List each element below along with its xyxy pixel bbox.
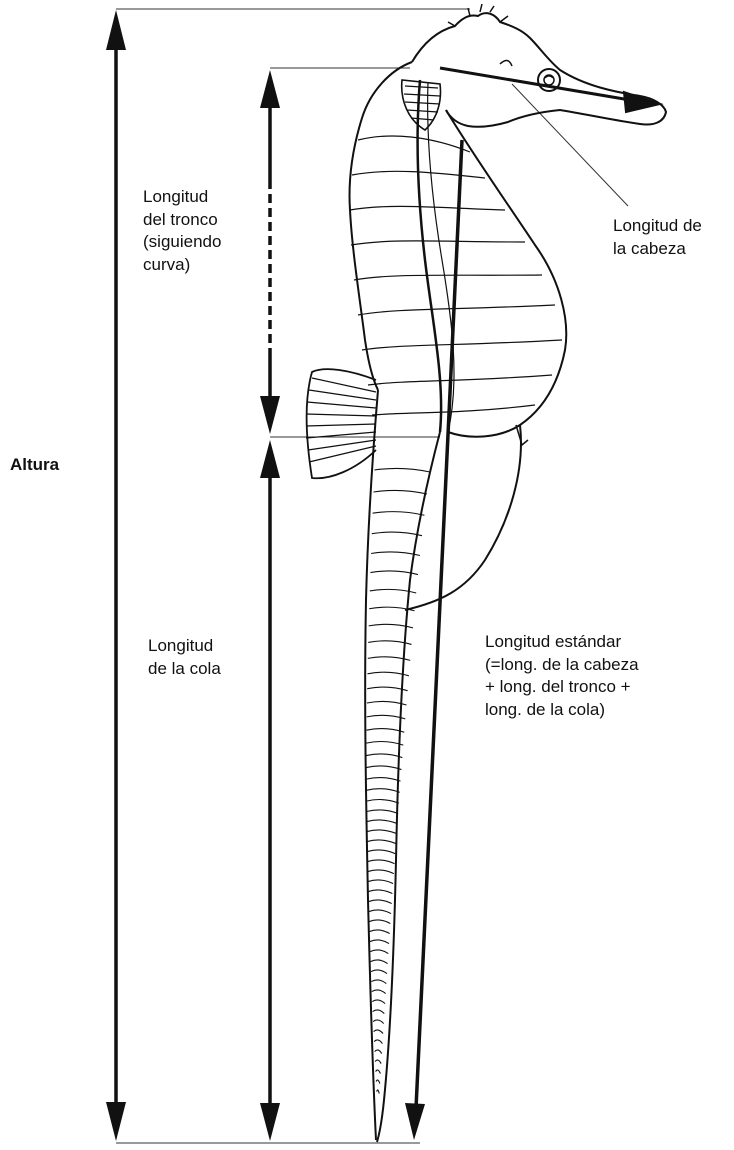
label-tail-line-1: Longitud [148, 635, 221, 658]
tail-ring [371, 552, 420, 556]
tail-ring [367, 800, 399, 804]
tail-ring [374, 1030, 383, 1034]
tail-ring [373, 1010, 385, 1014]
tail-ring [367, 830, 397, 834]
tail-length-arrow [260, 440, 280, 1141]
reference-lines [116, 9, 628, 1143]
tail-ring [373, 1020, 384, 1024]
tail-ring [368, 890, 392, 894]
label-standard-line-2: (=long. de la cabeza [485, 654, 639, 677]
label-trunk-line-3: (siguiendo [143, 231, 221, 254]
tail-ring [376, 1070, 381, 1074]
label-standard-line-3: + long. del tronco + [485, 676, 639, 699]
tail-ring [369, 920, 390, 924]
seahorse-tail-outline [365, 390, 378, 1140]
tail-ring [368, 860, 395, 864]
tail-ring [367, 729, 405, 733]
tail-ring [367, 810, 399, 814]
tail-ring [367, 840, 396, 844]
pectoral-fin [402, 80, 441, 130]
label-tail-line-2: de la cola [148, 658, 221, 681]
tail-ring [371, 980, 386, 984]
tail-ring [377, 1090, 380, 1094]
tail-ring [371, 970, 387, 974]
tail-ring [367, 850, 395, 854]
tail-ring [369, 910, 391, 914]
altura-arrow [106, 10, 126, 1141]
tail-ring [366, 778, 400, 782]
label-trunk-line-2: del tronco [143, 209, 221, 232]
tail-ring [369, 900, 392, 904]
label-tail-length: Longitud de la cola [148, 635, 221, 680]
trunk-length-arrow [260, 70, 280, 434]
seahorse-illustration [350, 4, 667, 1142]
label-head-length: Longitud de la cabeza [613, 215, 702, 260]
tail-ring [368, 870, 394, 874]
tail-ring [368, 880, 393, 884]
tail-ring [370, 940, 389, 944]
tail-ring [370, 950, 388, 954]
tail-ring [372, 990, 386, 994]
tail-ring [371, 960, 388, 964]
label-trunk-line-4: curva) [143, 254, 221, 277]
label-standard-line-4: long. de la cola) [485, 699, 639, 722]
label-head-line-1: Longitud de [613, 215, 702, 238]
tail-ring [375, 1050, 382, 1054]
tail-ring [376, 1080, 380, 1084]
label-standard-length: Longitud estándar (=long. de la cabeza +… [485, 631, 639, 721]
tail-ring [366, 754, 402, 758]
tail-ring [370, 930, 390, 934]
tail-ring [373, 512, 425, 516]
tail-ring [372, 1000, 385, 1004]
seahorse-belly [446, 110, 566, 437]
label-trunk-length: Longitud del tronco (siguiendo curva) [143, 186, 221, 276]
tail-ring [366, 742, 403, 746]
tail-ring [366, 789, 399, 793]
tail-ring [374, 490, 428, 494]
trunk-rings [350, 136, 562, 415]
label-trunk-line-1: Longitud [143, 186, 221, 209]
label-head-line-2: la cabeza [613, 238, 702, 261]
standard-length-arrow [405, 140, 462, 1140]
tail-ring [366, 766, 401, 770]
label-standard-line-1: Longitud estándar [485, 631, 639, 654]
tail-ring [367, 820, 398, 824]
label-altura: Altura [10, 455, 60, 474]
tail-ring [372, 532, 422, 536]
tail-ring [374, 1040, 382, 1044]
dorsal-fin [306, 369, 376, 478]
seahorse-back [350, 62, 413, 390]
tail-ring [374, 468, 430, 472]
tail-ring [375, 1060, 381, 1064]
